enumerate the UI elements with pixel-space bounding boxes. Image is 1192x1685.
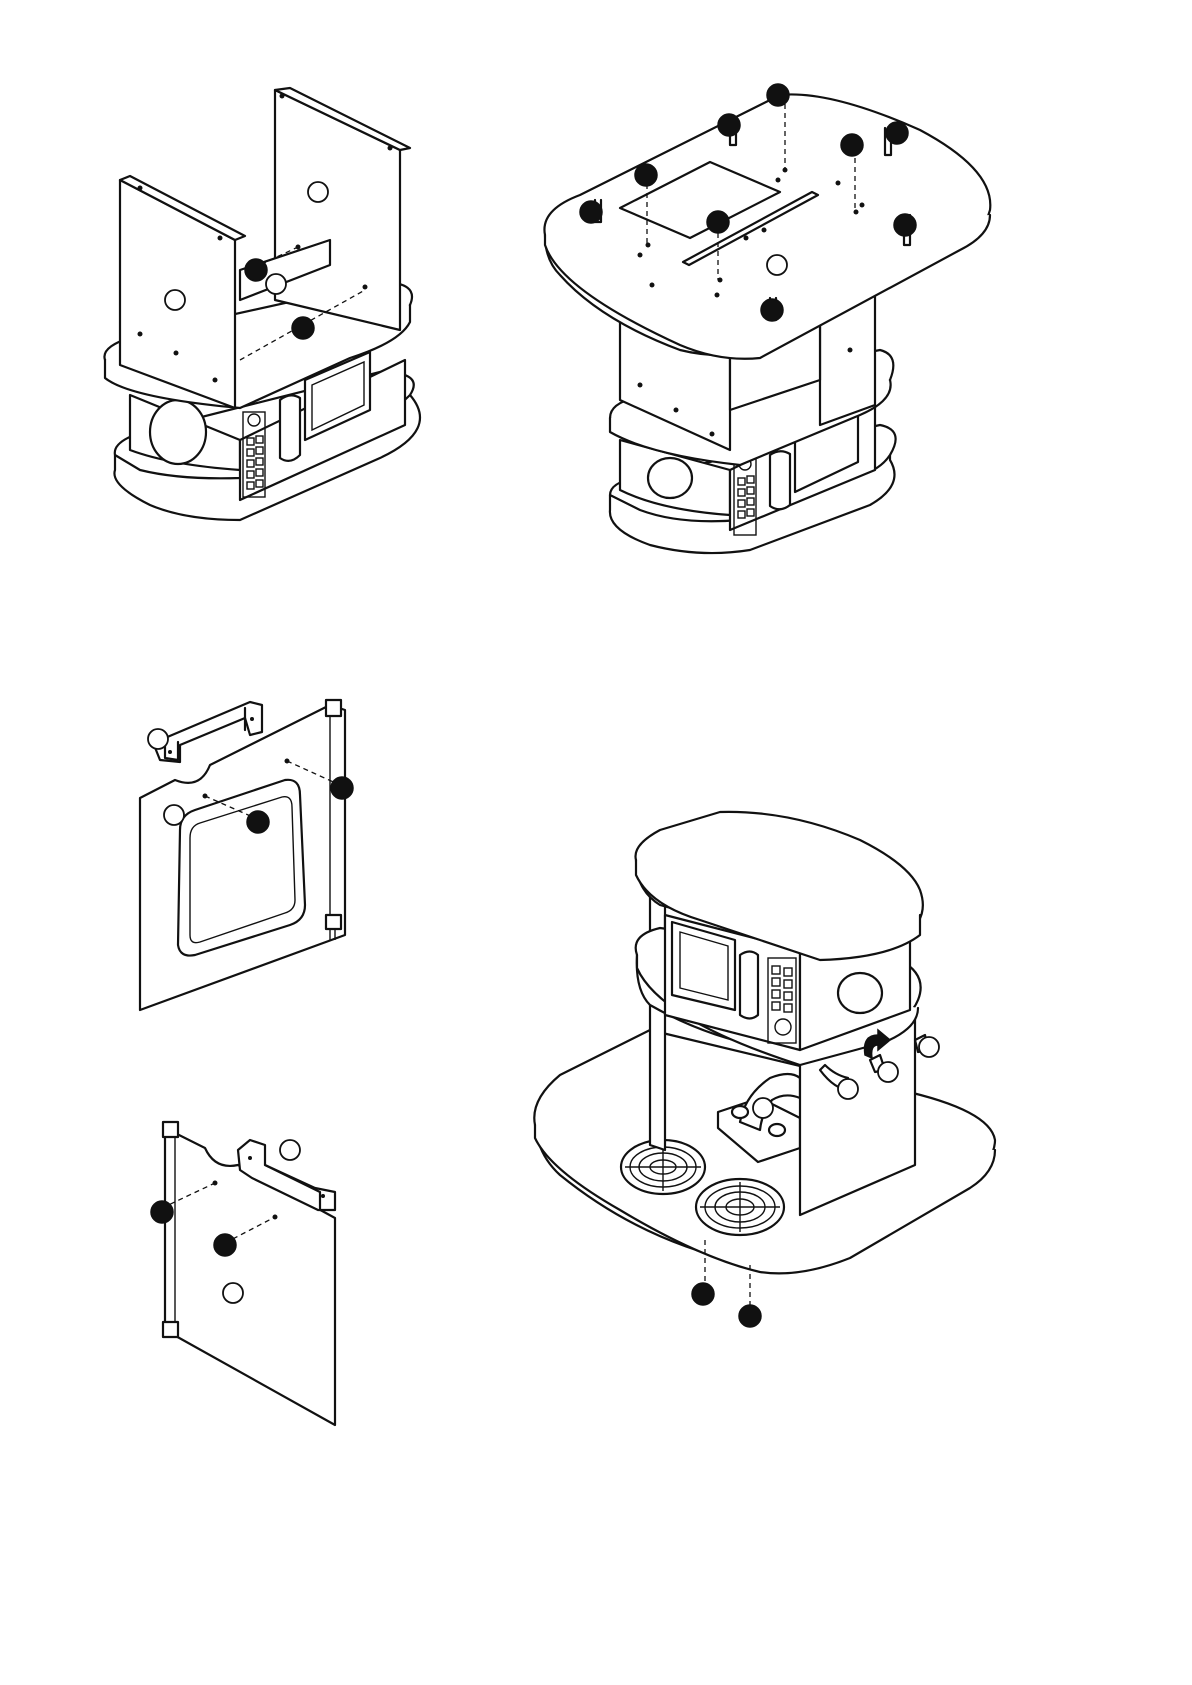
callout-filled: [151, 1201, 173, 1223]
callout-filled: [761, 299, 783, 321]
dial-icon: [838, 973, 882, 1013]
callout-filled: [707, 211, 729, 233]
callout-open: [164, 805, 184, 825]
callout-filled: [841, 134, 863, 156]
callout-filled: [886, 122, 908, 144]
callout-open: [753, 1098, 773, 1118]
callout-open: [308, 182, 328, 202]
callout-filled: [739, 1305, 761, 1327]
callout-open: [767, 255, 787, 275]
callout-open: [266, 274, 286, 294]
dial-icon: [648, 458, 692, 498]
figure-5-final-assembly: [525, 805, 1000, 1330]
callout-filled: [247, 811, 269, 833]
handle-icon: [740, 952, 758, 1019]
handle-icon: [280, 395, 300, 460]
callout-open: [919, 1037, 939, 1057]
callout-open: [165, 290, 185, 310]
figure-4-door-handle-assembly: [145, 1115, 360, 1435]
callout-filled: [245, 259, 267, 281]
figure-3-door-handle-assembly: [130, 690, 370, 1020]
figure-2-top-panel-assembly: [540, 75, 1000, 565]
callout-filled: [767, 84, 789, 106]
callout-filled: [292, 317, 314, 339]
callout-filled: [692, 1283, 714, 1305]
callout-open: [838, 1079, 858, 1099]
callout-filled: [580, 201, 602, 223]
callout-open: [148, 729, 168, 749]
callout-filled: [894, 214, 916, 236]
callout-filled: [214, 1234, 236, 1256]
burner-grate-icon: [696, 1179, 784, 1235]
callout-filled: [635, 164, 657, 186]
callout-filled: [331, 777, 353, 799]
callout-filled: [718, 114, 740, 136]
dial-icon: [150, 400, 206, 464]
handle-icon: [770, 451, 790, 509]
callout-open: [223, 1283, 243, 1303]
callout-open: [878, 1062, 898, 1082]
figure-1-upright-assembly: [100, 85, 460, 565]
callout-open: [280, 1140, 300, 1160]
